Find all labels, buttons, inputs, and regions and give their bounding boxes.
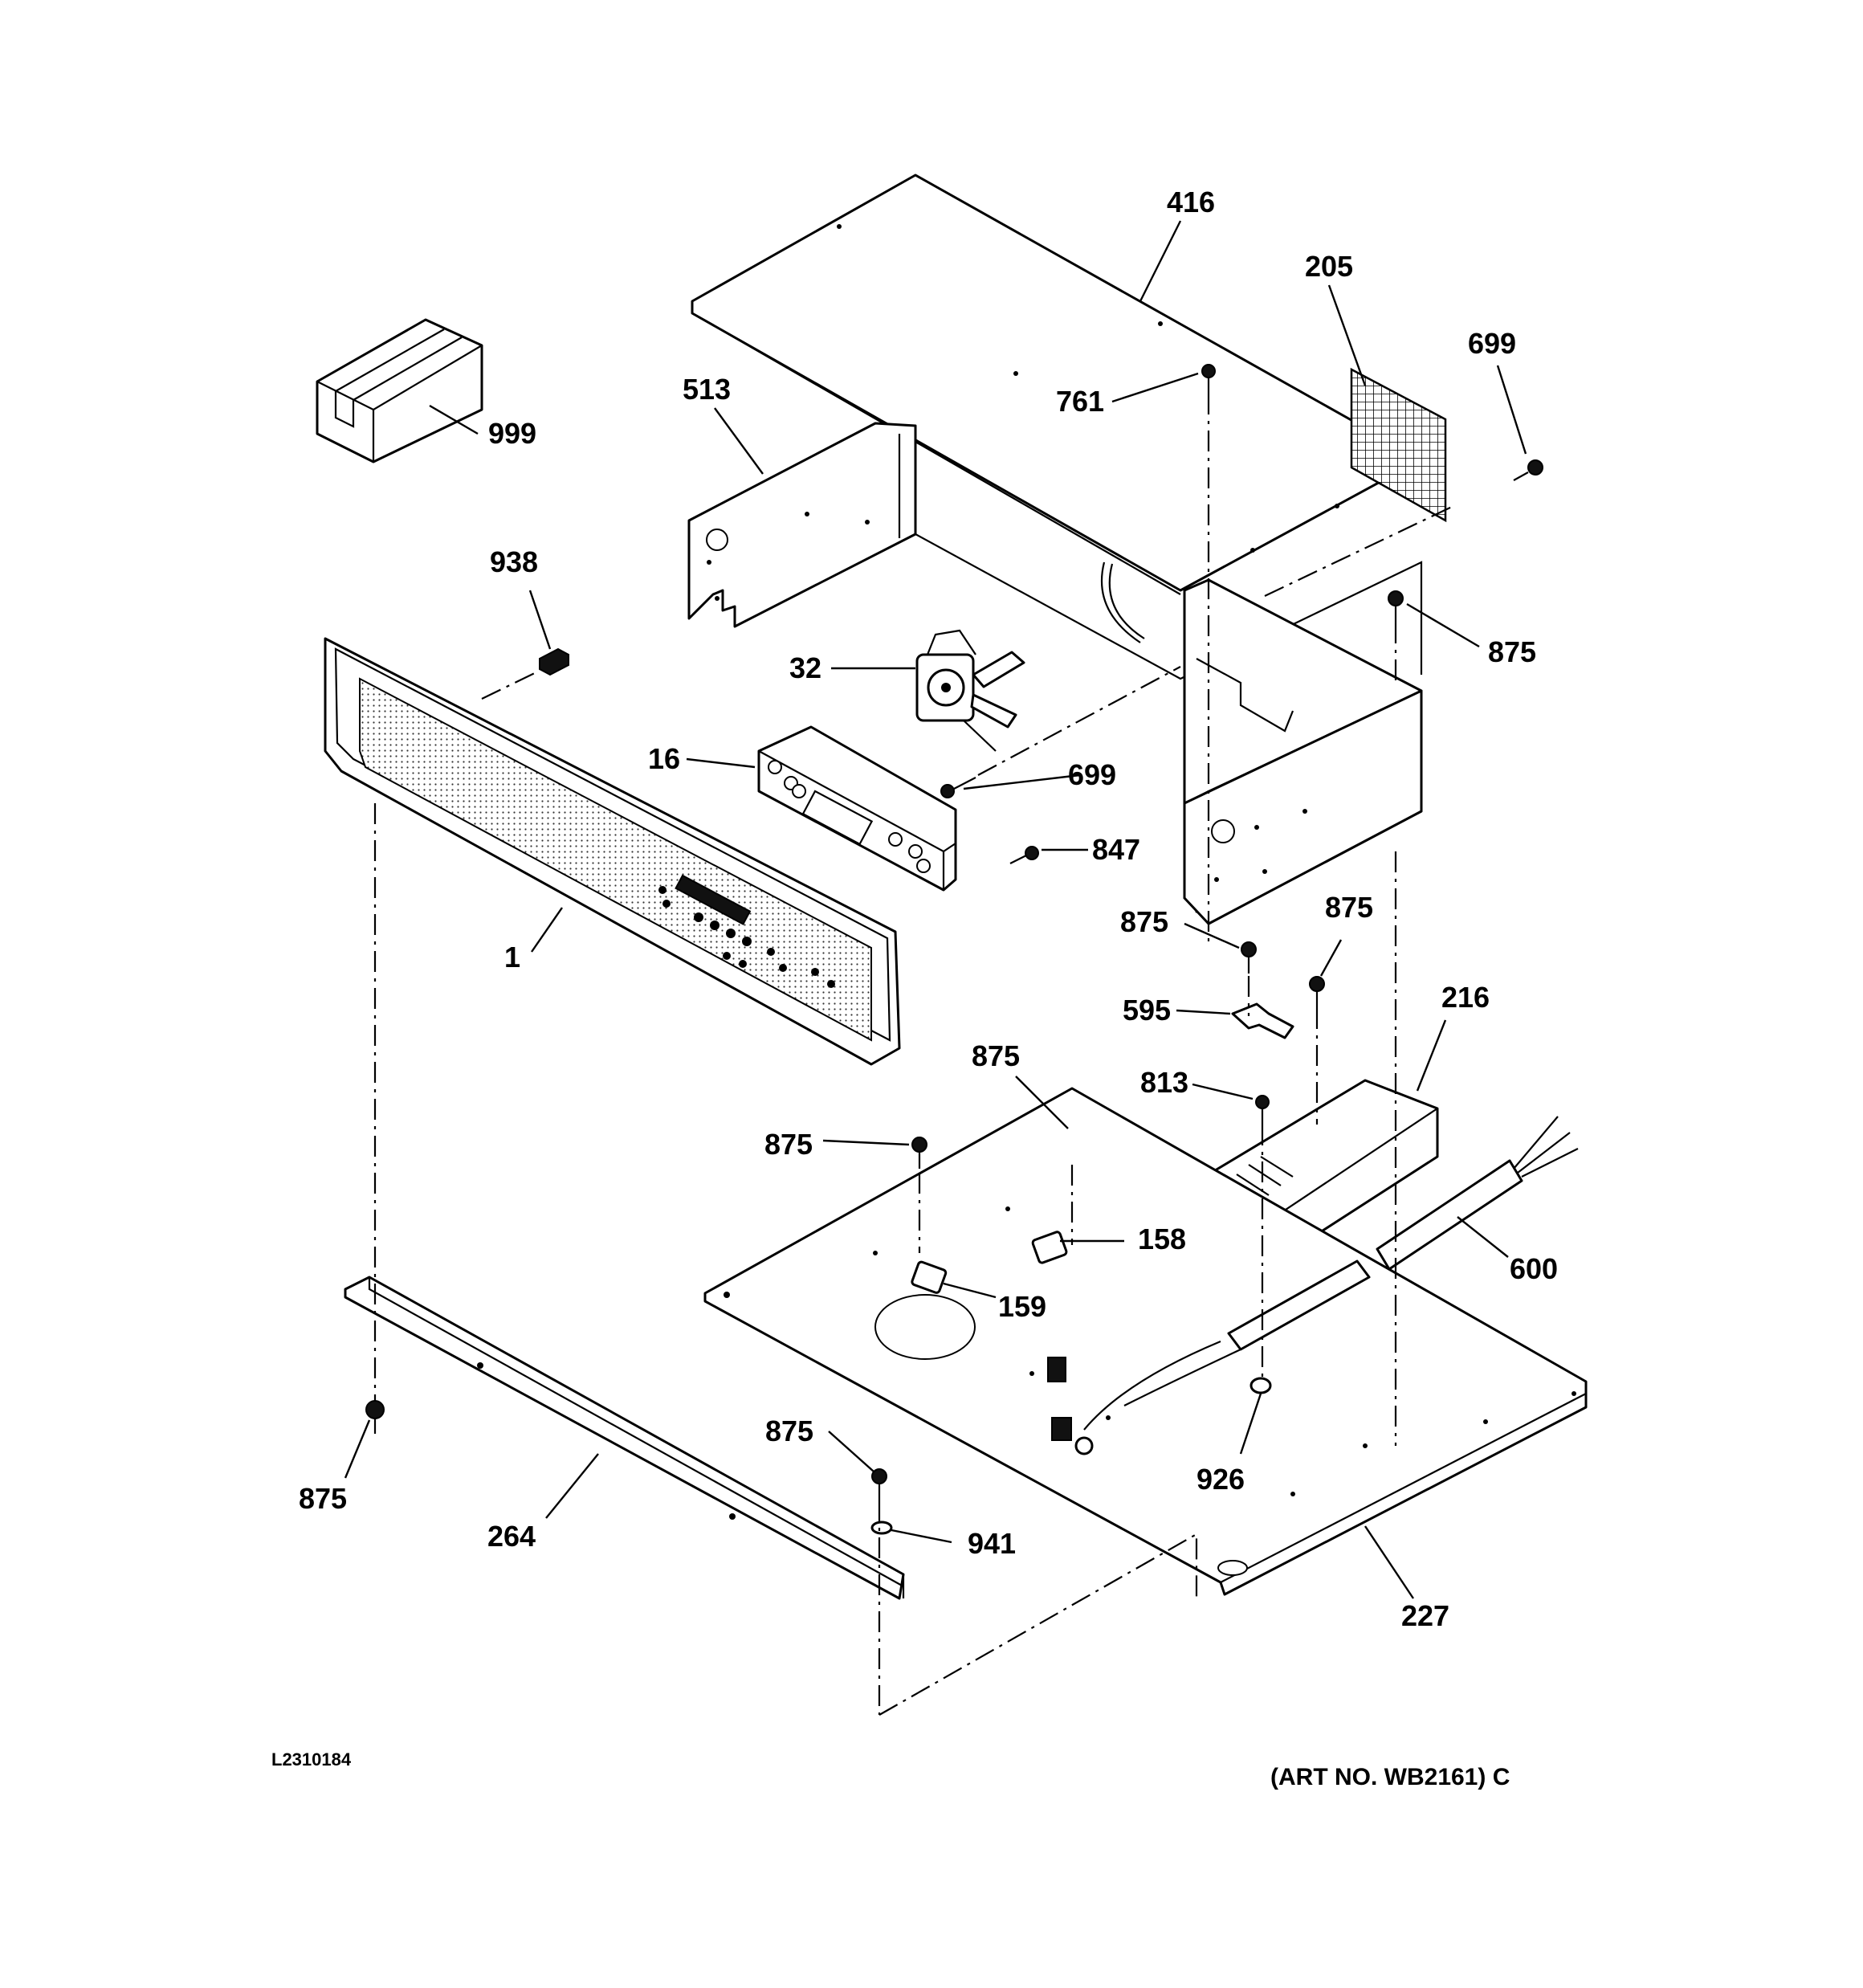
callout-32: 32 [789, 651, 822, 684]
harness-part-600 [1047, 1116, 1579, 1455]
callout-159: 159 [997, 1290, 1047, 1323]
callout-416: 416 [1166, 186, 1216, 218]
callout-875-b: 875 [1324, 891, 1374, 924]
callout-158: 158 [1137, 1223, 1187, 1255]
callout-999: 999 [487, 417, 537, 450]
washer-part-926 [1249, 1377, 1272, 1394]
callout-875-rear: 875 [1487, 635, 1537, 668]
callout-699-motor: 699 [1067, 758, 1117, 791]
callout-926: 926 [1196, 1463, 1245, 1496]
thermostat-part-158 [1031, 1231, 1068, 1264]
thermostat-part-159 [911, 1260, 948, 1294]
screw-hardware [365, 364, 1543, 1500]
washer-part-941 [870, 1521, 893, 1535]
screw-875-f [871, 1468, 887, 1500]
alignment-lines [373, 394, 1454, 1716]
base-plate-part-227 [703, 1087, 1588, 1596]
clip-part-938 [539, 647, 569, 676]
art-number: (ART NO. WB2161) C [1270, 1764, 1510, 1790]
control-panel-part-1 [324, 637, 901, 1066]
callout-16: 16 [647, 742, 681, 775]
control-panel-keypad [658, 874, 835, 988]
callout-264: 264 [487, 1520, 536, 1553]
callout-875-c: 875 [971, 1039, 1021, 1072]
screw-847 [1009, 846, 1039, 864]
callout-595: 595 [1122, 994, 1172, 1027]
callout-875-a: 875 [1119, 905, 1169, 938]
control-board-part-16 [757, 725, 957, 892]
callout-761: 761 [1055, 385, 1105, 418]
screw-875-c [911, 1137, 927, 1169]
drawing-number: L2310184 [271, 1749, 352, 1770]
callout-941: 941 [967, 1527, 1017, 1560]
callout-216: 216 [1441, 981, 1490, 1014]
control-panel-display-window [359, 677, 872, 1042]
bracket-part-595 [1231, 1002, 1294, 1039]
screw-761 [1201, 364, 1216, 394]
callout-875-f: 875 [298, 1482, 348, 1515]
vent-screen-part-205 [1350, 367, 1447, 523]
trim-strip-part-264 [344, 1276, 905, 1600]
callout-938: 938 [489, 545, 539, 578]
callout-1: 1 [503, 941, 521, 974]
fan-motor-part-32 [915, 629, 1025, 752]
callout-813: 813 [1139, 1066, 1189, 1099]
callout-847: 847 [1091, 833, 1141, 866]
screw-699-rear [1513, 459, 1543, 481]
callout-227: 227 [1400, 1599, 1450, 1632]
callout-600: 600 [1509, 1252, 1559, 1285]
callout-205: 205 [1304, 250, 1354, 283]
screw-875-b [1309, 976, 1325, 1008]
callout-699: 699 [1467, 327, 1517, 360]
callout-875-e: 875 [764, 1414, 814, 1447]
callout-513: 513 [682, 373, 732, 406]
screw-875-e [365, 1400, 385, 1434]
screw-875-rear [1388, 590, 1404, 623]
screw-699-motor [940, 777, 976, 798]
right-side-panel [1183, 578, 1423, 925]
callout-leaders [344, 220, 1527, 1599]
screw-875-a [1241, 941, 1257, 974]
outer-case-part-513 [687, 422, 1423, 680]
screw-813 [1255, 1095, 1270, 1125]
top-panel-part-416 [691, 173, 1423, 595]
callout-875-d: 875 [764, 1128, 813, 1161]
carton-part-999 [316, 318, 483, 463]
